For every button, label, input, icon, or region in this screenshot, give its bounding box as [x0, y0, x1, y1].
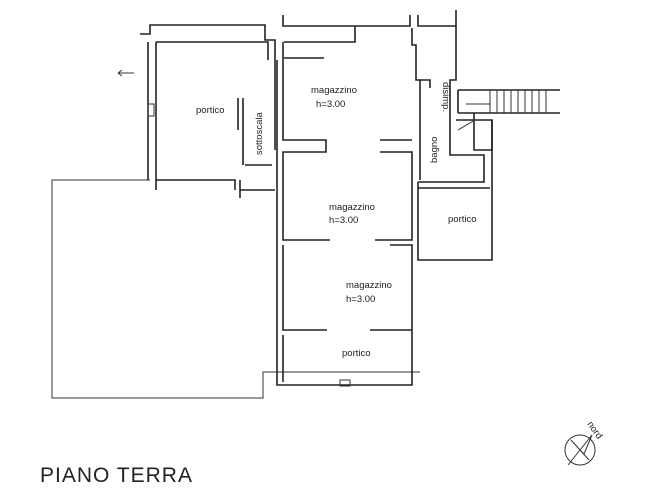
garden-outline	[51, 179, 420, 399]
room-label-disimp: disimp.	[440, 82, 451, 112]
wall-pier	[147, 103, 155, 117]
room-label-magazzino-2: magazzino	[329, 202, 375, 213]
arrow-icon	[117, 69, 134, 77]
north-compass-icon	[564, 434, 596, 466]
wall-sottoscala	[237, 98, 272, 166]
wall-right-portico	[417, 120, 493, 261]
room-label-magazzino-1: magazzino	[311, 85, 357, 96]
door-bottom	[339, 379, 351, 387]
room-label-portico-left: portico	[196, 105, 225, 116]
room-label-portico-bottom: portico	[342, 348, 371, 359]
room-label-portico-right: portico	[448, 214, 477, 225]
staircase	[456, 89, 560, 151]
north-label: nord	[585, 419, 605, 441]
wall-bagno	[418, 26, 485, 183]
room-label-bagno: bagno	[429, 137, 440, 163]
room-height-magazzino-3: h=3.00	[346, 294, 375, 305]
room-height-magazzino-1: h=3.00	[316, 99, 345, 110]
wall-magazzino	[276, 26, 421, 386]
room-height-magazzino-2: h=3.00	[329, 215, 358, 226]
room-label-sottoscala: sottoscala	[254, 112, 265, 155]
wall-top	[282, 10, 457, 27]
plan-title: PIANO TERRA	[40, 464, 193, 487]
room-label-magazzino-3: magazzino	[346, 280, 392, 291]
